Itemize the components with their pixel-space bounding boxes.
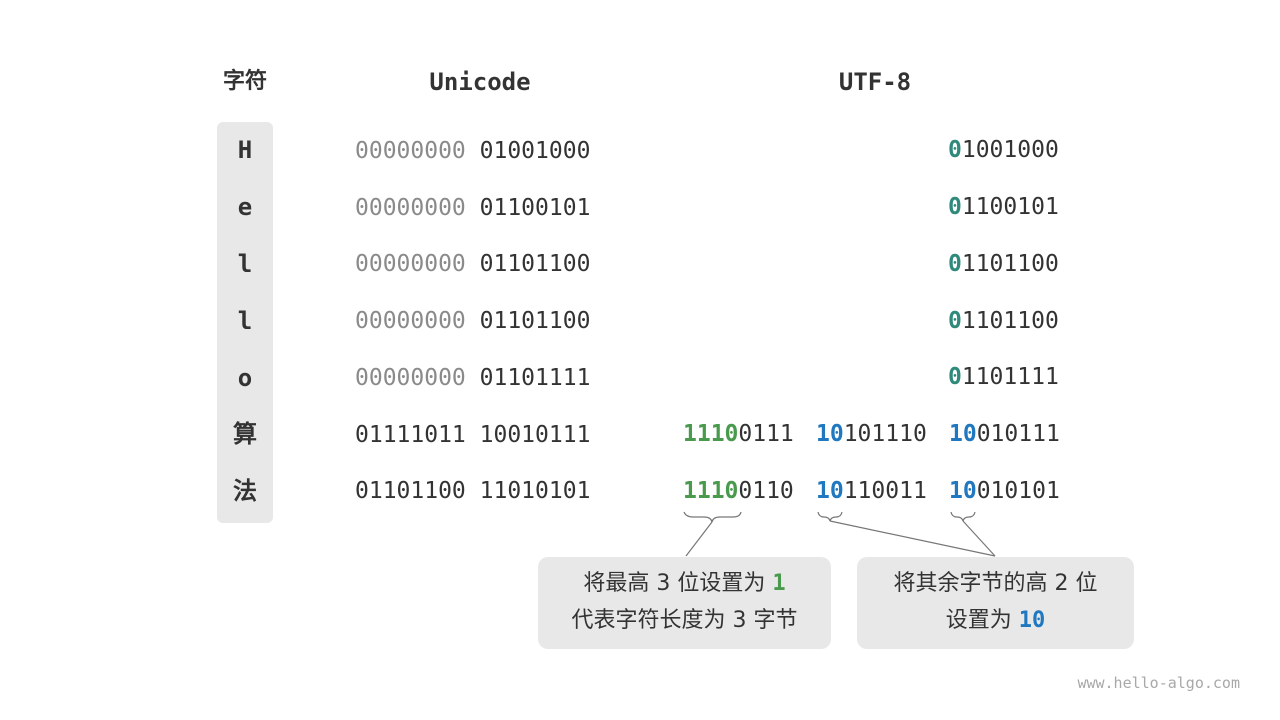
utf8-byte-1: 11100110: [683, 474, 794, 508]
utf8-payload: 010111: [976, 421, 1060, 447]
callout-line-1: 将其余字节的高 2 位: [893, 571, 1098, 596]
utf8-prefix: 0: [948, 251, 962, 277]
unicode-cell: 00000000 01101100: [355, 304, 590, 338]
utf8-payload: 010101: [976, 478, 1060, 504]
utf8-continuation-prefix: 10: [949, 478, 977, 504]
utf8-prefix: 0: [948, 137, 962, 163]
unicode-low-byte: 01100101: [479, 195, 591, 221]
watermark: www.hello-algo.com: [1077, 674, 1240, 692]
char-cell: 法: [233, 477, 257, 505]
utf8-prefix: 0: [948, 308, 962, 334]
unicode-high-byte: 00000000: [355, 195, 466, 221]
char-column-panel: [217, 122, 273, 523]
utf8-lead-prefix: 1110: [683, 421, 739, 447]
utf8-payload: 1101111: [961, 364, 1059, 390]
unicode-high-byte: 00000000: [355, 138, 466, 164]
unicode-low-byte: 01101100: [479, 308, 591, 334]
unicode-low-byte: 01101100: [479, 251, 591, 277]
unicode-low-byte: 11010101: [479, 478, 591, 504]
unicode-cell: 01101100 11010101: [355, 474, 590, 508]
char-cell: l: [237, 250, 253, 278]
utf8-payload: 0111: [738, 421, 794, 447]
utf8-payload: 1101100: [961, 308, 1059, 334]
utf8-cell: 01101111: [948, 360, 1059, 394]
utf8-continuation-prefix: 10: [816, 421, 844, 447]
unicode-low-byte: 10010111: [479, 422, 591, 448]
lead-prefix-brace: [683, 511, 742, 523]
utf8-byte-2: 10110011: [816, 474, 927, 508]
char-cell: H: [237, 136, 253, 164]
utf8-payload: 101110: [843, 421, 927, 447]
utf8-prefix: 0: [948, 194, 962, 220]
utf8-prefix: 0: [948, 364, 962, 390]
utf8-cell: 01101100: [948, 247, 1059, 281]
utf8-payload: 1100101: [961, 194, 1059, 220]
utf8-payload: 1001000: [961, 137, 1059, 163]
utf8-byte-2: 10101110: [816, 417, 927, 451]
callout-value: 1: [772, 571, 786, 596]
utf8-byte-3: 10010111: [949, 417, 1060, 451]
right-pointer-line-2: [962, 520, 996, 557]
char-cell: o: [237, 364, 253, 392]
utf8-payload: 0110: [738, 478, 794, 504]
callout-line-1: 将最高 3 位设置为 1: [538, 565, 831, 602]
callout-line-2: 设置为 10: [857, 602, 1134, 639]
utf8-payload: 110011: [843, 478, 927, 504]
unicode-cell: 01111011 10010111: [355, 418, 590, 452]
utf8-byte-3: 10010101: [949, 474, 1060, 508]
utf8-continuation-prefix: 10: [816, 478, 844, 504]
utf8-cell: 01001000: [948, 133, 1059, 167]
continuation-brace-1: [817, 511, 843, 522]
right-pointer-line-1: [829, 520, 996, 557]
utf8-byte-1: 11100111: [683, 417, 794, 451]
unicode-high-byte: 01111011: [355, 422, 466, 448]
unicode-high-byte: 00000000: [355, 308, 466, 334]
unicode-high-byte: 00000000: [355, 251, 466, 277]
unicode-cell: 00000000 01100101: [355, 191, 590, 225]
continuation-byte-callout: 将其余字节的高 2 位 设置为 10: [857, 557, 1134, 649]
callout-value: 10: [1018, 608, 1046, 633]
utf8-column-header: UTF-8: [838, 68, 912, 96]
lead-byte-callout: 将最高 3 位设置为 1 代表字符长度为 3 字节: [538, 557, 831, 649]
unicode-column-header: Unicode: [429, 68, 531, 96]
utf8-cell: 01100101: [948, 190, 1059, 224]
unicode-high-byte: 01101100: [355, 478, 466, 504]
callout-text: 设置为: [945, 608, 1012, 633]
unicode-cell: 00000000 01101111: [355, 361, 590, 395]
unicode-high-byte: 00000000: [355, 365, 466, 391]
callout-line-2: 代表字符长度为 3 字节: [571, 608, 798, 633]
utf8-lead-prefix: 1110: [683, 478, 739, 504]
utf8-continuation-prefix: 10: [949, 421, 977, 447]
left-pointer-line: [685, 521, 713, 557]
callout-text: 将最高 3 位设置为: [583, 571, 766, 596]
unicode-cell: 00000000 01101100: [355, 247, 590, 281]
utf8-cell: 01101100: [948, 304, 1059, 338]
utf8-payload: 1101100: [961, 251, 1059, 277]
unicode-low-byte: 01001000: [479, 138, 591, 164]
char-column-header: 字符: [222, 69, 267, 94]
char-cell: e: [237, 193, 253, 221]
char-cell: 算: [233, 420, 257, 448]
unicode-low-byte: 01101111: [479, 365, 591, 391]
unicode-cell: 00000000 01001000: [355, 134, 590, 168]
char-cell: l: [237, 307, 253, 335]
continuation-brace-2: [950, 511, 976, 522]
